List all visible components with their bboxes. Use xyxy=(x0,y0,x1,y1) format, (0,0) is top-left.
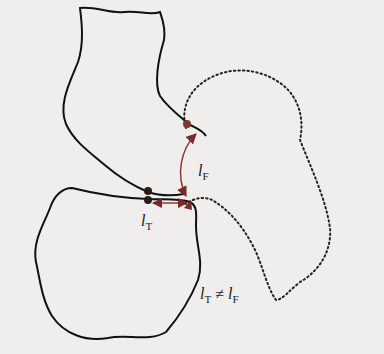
tibia-outline xyxy=(35,188,200,339)
femur-length-label: lF xyxy=(198,163,209,182)
femur-outline xyxy=(63,8,190,196)
femur-condyle-edge xyxy=(190,125,206,136)
inequality-label: lT ≠ lF xyxy=(200,286,239,305)
contact-dot xyxy=(183,120,191,128)
contact-dot xyxy=(144,196,152,204)
contact-dot xyxy=(144,187,152,195)
femur-length-arc xyxy=(181,134,196,196)
tibia-length-arrow xyxy=(153,202,187,204)
contact-marker xyxy=(184,200,192,210)
rolled-femur-outline xyxy=(184,70,330,300)
tibia-length-label: lT xyxy=(141,213,152,232)
